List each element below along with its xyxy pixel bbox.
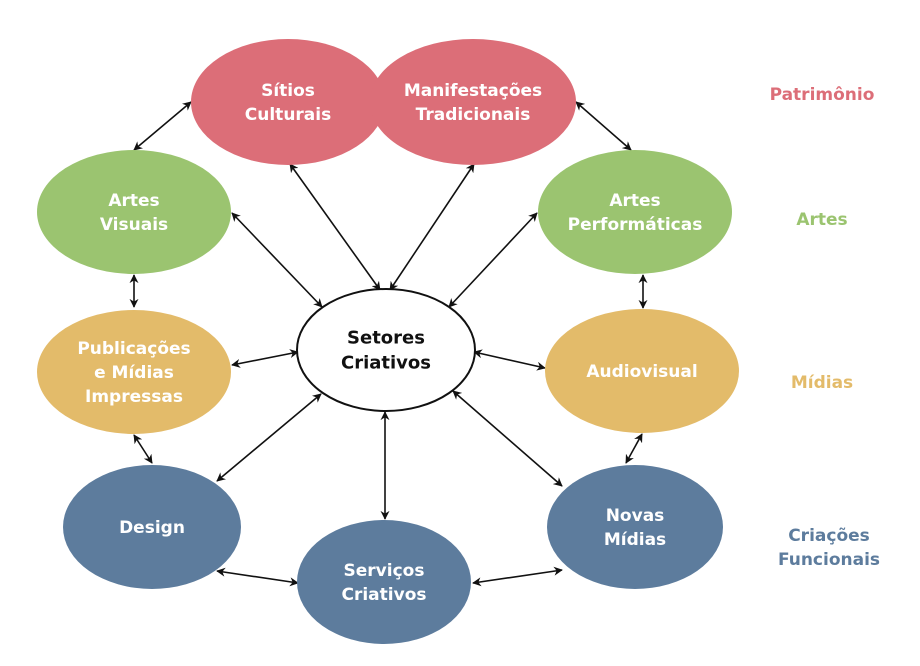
node-novas-midias-label-line: Novas <box>606 506 665 526</box>
edge-setores-manifestacoes <box>389 163 475 291</box>
node-manifestacoes-label-line: Tradicionais <box>416 105 531 125</box>
node-artes-visuais-label-line: Visuais <box>100 215 168 235</box>
node-novas-midias-label-line: Mídias <box>604 530 666 550</box>
edge-setores-artes-visuais <box>231 212 323 308</box>
node-artes-visuais-label-line: Artes <box>108 191 159 211</box>
edge-setores-novas-midias <box>452 390 563 487</box>
edge-servicos-novas-midias <box>472 566 563 587</box>
node-novas-midias-ellipse <box>547 465 723 589</box>
category-midias: Mídias <box>791 373 853 393</box>
edge-setores-design <box>216 393 322 482</box>
node-artes-performaticas-label-line: Performáticas <box>568 215 703 235</box>
edge-setores-artes-performaticas <box>448 212 538 308</box>
category-criacoes-label-line: Funcionais <box>778 550 880 570</box>
node-audiovisual: Audiovisual <box>545 309 739 433</box>
node-audiovisual-label-line: Audiovisual <box>586 362 697 382</box>
node-publicacoes-label-line: e Mídias <box>94 363 174 383</box>
node-publicacoes-ellipse <box>37 310 231 434</box>
node-center-ellipse <box>296 288 476 412</box>
edge-setores-audiovisual <box>473 349 546 371</box>
node-design-label-line: Design <box>119 518 185 538</box>
edge-publicacoes-design <box>133 434 153 464</box>
edge-manifestacoes-artes-performaticas <box>575 101 632 151</box>
node-sitios-label-line: Culturais <box>245 105 331 125</box>
edges <box>129 101 648 587</box>
node-manifestacoes-label-line: Manifestações <box>404 81 542 101</box>
node-audiovisual-ellipse <box>545 309 739 433</box>
edge-setores-publicacoes <box>231 349 299 368</box>
node-design-ellipse <box>63 465 241 589</box>
edge-artes-visuais-sitios <box>133 101 192 151</box>
nodes: SítiosCulturaisManifestaçõesTradicionais… <box>37 39 739 644</box>
category-patrimonio: Patrimônio <box>770 85 875 105</box>
node-design: Design <box>63 465 241 589</box>
category-artes-label-line: Artes <box>796 210 847 230</box>
node-publicacoes-label-line: Impressas <box>85 387 183 407</box>
category-patrimonio-label-line: Patrimônio <box>770 85 875 105</box>
category-artes: Artes <box>796 210 847 230</box>
category-criacoes-label-line: Criações <box>788 526 870 546</box>
node-servicos-ellipse <box>297 520 471 644</box>
node-artes-visuais-ellipse <box>37 150 231 274</box>
node-artes-performaticas-ellipse <box>538 150 732 274</box>
node-servicos-label-line: Criativos <box>342 585 427 605</box>
edge-audiovisual-novas-midias <box>625 433 643 464</box>
category-midias-label-line: Mídias <box>791 373 853 393</box>
node-sitios-ellipse <box>191 39 385 165</box>
edge-setores-sitios <box>289 163 381 291</box>
node-servicos-label-line: Serviços <box>344 561 425 581</box>
node-manifestacoes-ellipse <box>370 39 576 165</box>
node-sitios-label-line: Sítios <box>261 81 315 101</box>
node-artes-performaticas-label-line: Artes <box>609 191 660 211</box>
node-publicacoes-label-line: Publicações <box>77 339 190 359</box>
edge-design-servicos <box>216 567 299 587</box>
node-center-label-line: Criativos <box>341 353 431 374</box>
node-center-label-line: Setores <box>347 328 425 349</box>
